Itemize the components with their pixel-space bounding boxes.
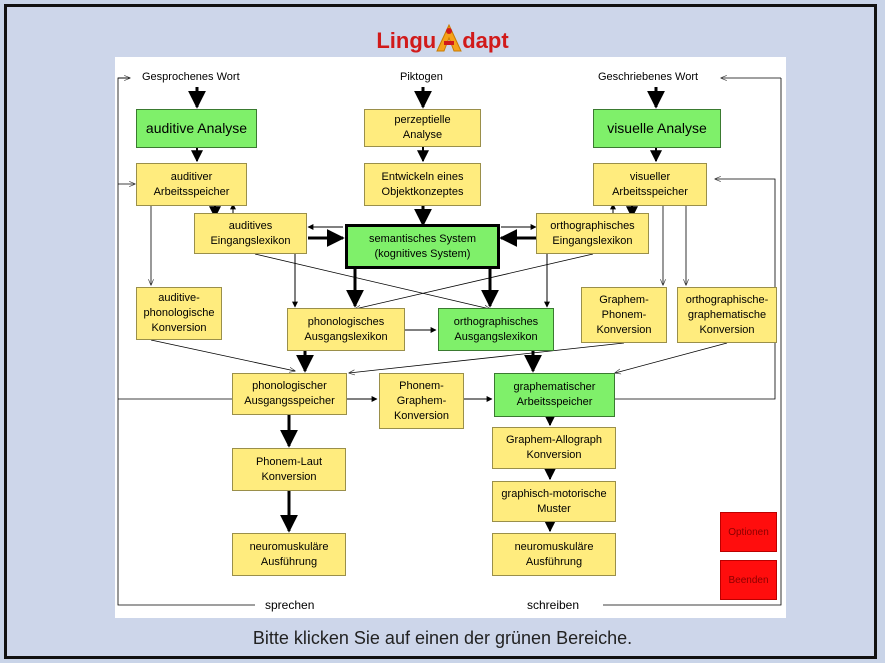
logo-text-right: dapt [462, 28, 509, 53]
instruction-text: Bitte klicken Sie auf einen der grünen B… [252, 628, 633, 648]
box-auditiv-phonologische-konversion: auditive- phonologische Konversion [136, 287, 222, 340]
box-phonologischer-ausgangsspeicher: phonologischer Ausgangsspeicher [232, 373, 347, 415]
connection-lines [117, 57, 782, 606]
box-graphem-allograph-konversion: Graphem-Allograph Konversion [492, 427, 616, 469]
box-phonologisches-ausgangslexikon: phonologisches Ausgangslexikon [287, 308, 405, 351]
box-orthographisches-eingangslexikon: orthographisches Eingangslexikon [536, 213, 649, 254]
app-logo: Lingu dapt [0, 20, 885, 54]
box-visueller-arbeitsspeicher: visueller Arbeitsspeicher [593, 163, 707, 206]
box-orthographisch-graphematische-konversion: orthographische- graphematische Konversi… [677, 287, 777, 343]
label-piktogen: Piktogen [400, 71, 443, 83]
box-auditive-analyse[interactable]: auditive Analyse [136, 109, 257, 148]
box-phonem-laut-konversion: Phonem-Laut Konversion [232, 448, 346, 491]
box-graphisch-motorische-muster: graphisch-motorische Muster [492, 481, 616, 522]
logo-text-left: Lingu [376, 28, 437, 53]
options-button[interactable]: Optionen [720, 512, 777, 552]
box-graphem-phonem-konversion: Graphem- Phonem- Konversion [581, 287, 667, 343]
box-semantisches-system[interactable]: semantisches System (kognitives System) [345, 224, 500, 269]
box-perzeptielle-analyse: perzeptielle Analyse [364, 109, 481, 147]
box-neuromuskulaere-ausfuehrung-links: neuromuskuläre Ausführung [232, 533, 346, 576]
diagram-panel: Gesprochenes Wort Piktogen Geschriebenes… [115, 57, 786, 618]
box-objektkonzept: Entwickeln eines Objektkonzeptes [364, 163, 481, 206]
box-neuromuskulaere-ausfuehrung-rechts: neuromuskuläre Ausführung [492, 533, 616, 576]
logo-a-icon [436, 23, 462, 52]
quit-button[interactable]: Beenden [720, 560, 777, 600]
box-orthographisches-ausgangslexikon[interactable]: orthographisches Ausgangslexikon [438, 308, 554, 351]
label-geschriebenes-wort: Geschriebenes Wort [598, 71, 699, 83]
label-schreiben: schreiben [523, 598, 584, 612]
label-gesprochenes-wort: Gesprochenes Wort [142, 71, 240, 83]
box-graphematischer-arbeitsspeicher[interactable]: graphematischer Arbeitsspeicher [494, 373, 615, 417]
box-auditives-eingangslexikon: auditives Eingangslexikon [194, 213, 307, 254]
box-auditiver-arbeitsspeicher: auditiver Arbeitsspeicher [136, 163, 247, 206]
label-sprechen: sprechen [261, 598, 319, 612]
box-phonem-graphem-konversion: Phonem- Graphem- Konversion [379, 373, 464, 429]
box-visuelle-analyse[interactable]: visuelle Analyse [593, 109, 721, 148]
